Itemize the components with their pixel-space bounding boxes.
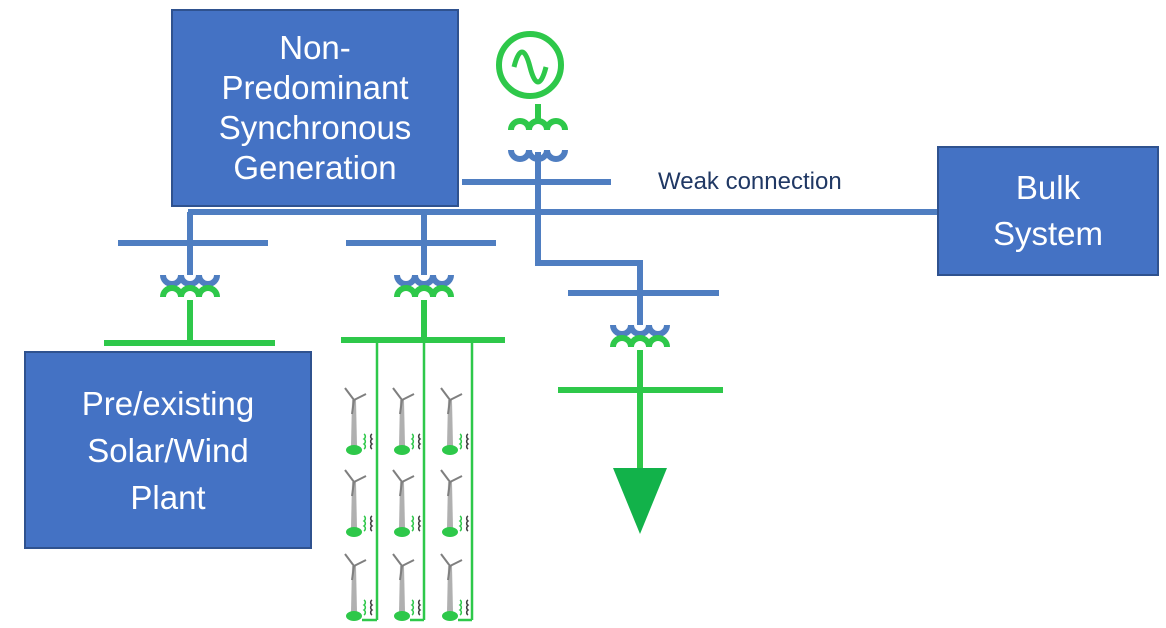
plant-transformer-icon bbox=[163, 275, 217, 297]
box-line: Pre/existing bbox=[81, 384, 255, 422]
distribution-network bbox=[104, 300, 723, 470]
load-arrow-icon bbox=[613, 468, 667, 534]
turbine-feeders bbox=[362, 340, 474, 622]
box-line: System bbox=[992, 215, 1104, 252]
transmission-network bbox=[118, 158, 939, 325]
box-line: Synchronous bbox=[218, 109, 412, 146]
wind-turbine-icon bbox=[344, 469, 373, 538]
weak-connection-label: Weak connection bbox=[658, 168, 842, 195]
wind-turbine-icon bbox=[440, 387, 469, 456]
array-transformer-icon bbox=[397, 275, 451, 297]
load-feeder-line bbox=[535, 158, 643, 293]
box-line: Predominant bbox=[221, 69, 409, 106]
wind-turbine-icon bbox=[392, 469, 421, 538]
box-line: Plant bbox=[130, 478, 206, 516]
load-transformer-icon bbox=[613, 325, 667, 347]
wind-turbine-icon bbox=[440, 469, 469, 538]
box-line: Solar/Wind bbox=[87, 431, 249, 469]
wind-turbine-icon bbox=[392, 387, 421, 456]
existing-plant-box: Pre/existing Solar/Wind Plant bbox=[24, 351, 312, 549]
wind-turbine-array bbox=[344, 387, 469, 622]
wind-turbine-icon bbox=[344, 387, 373, 456]
wind-turbine-icon bbox=[440, 553, 469, 622]
synchronous-generation-box: Non- Predominant Synchronous Generation bbox=[171, 9, 459, 207]
box-line: Generation bbox=[233, 149, 397, 186]
wind-turbine-icon bbox=[344, 553, 373, 622]
box-line: Non- bbox=[279, 29, 351, 66]
bulk-system-box: Bulk System bbox=[937, 146, 1159, 276]
box-line: Bulk bbox=[1015, 169, 1081, 206]
ac-generator-icon bbox=[496, 31, 564, 124]
wind-turbine-icon bbox=[392, 553, 421, 622]
